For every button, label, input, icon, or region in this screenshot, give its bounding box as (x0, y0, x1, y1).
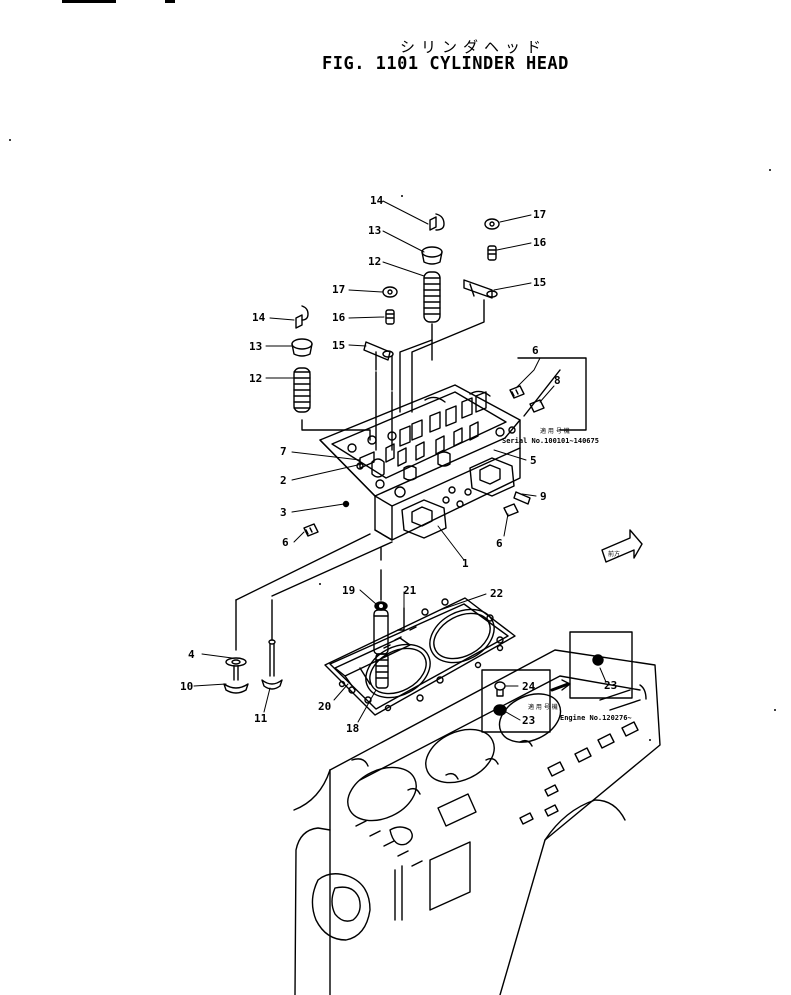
valve-train-right (399, 213, 500, 413)
scan-mark (62, 0, 116, 3)
callout-1: 1 (462, 557, 469, 570)
front-label: 前方 (608, 550, 620, 558)
head-gasket (324, 597, 516, 716)
callout-15-lower: 15 (332, 339, 345, 352)
callout-18: 18 (346, 722, 359, 735)
callout-14-lower: 14 (252, 311, 266, 324)
front-arrow (601, 529, 643, 563)
alt-part-box (569, 631, 633, 699)
leader-lines (193, 200, 607, 723)
serial-note: Serial No.100101~140675 (502, 437, 599, 445)
valves (223, 533, 393, 694)
callout-4: 4 (188, 648, 195, 661)
subtitle-japanese: シリンダヘッド (400, 38, 548, 56)
callout-8: 8 (554, 374, 561, 387)
callout-6-left: 6 (282, 536, 289, 549)
scan-mark (165, 0, 175, 3)
callout-23-left: 23 (522, 714, 535, 727)
callout-24: 24 (522, 680, 536, 693)
callout-5: 5 (530, 454, 537, 467)
callout-15-upper: 15 (533, 276, 546, 289)
callout-17-lower: 17 (332, 283, 345, 296)
callout-16-lower: 16 (332, 311, 346, 324)
callout-19: 19 (342, 584, 355, 597)
engine-note: Engine No.120276~ (560, 714, 632, 722)
callout-7: 7 (280, 445, 287, 458)
callout-6-upper: 6 (532, 344, 539, 357)
callout-17-upper: 17 (533, 208, 546, 221)
callout-22: 22 (490, 587, 503, 600)
callout-23-right: 23 (604, 679, 617, 692)
serial-note-bracket (517, 357, 587, 431)
engine-note-jp: 適 用 号 機 (528, 703, 558, 711)
callout-13-upper: 13 (368, 224, 381, 237)
callout-11: 11 (254, 712, 268, 725)
serial-note-jp: 適 用 号 機 (540, 427, 570, 435)
callout-16-upper: 16 (533, 236, 547, 249)
figure-title: FIG. 1101 CYLINDER HEAD (322, 53, 569, 75)
callout-3: 3 (280, 506, 287, 519)
callout-12-lower: 12 (249, 372, 262, 385)
cylinder-head (319, 384, 521, 541)
callout-6-right: 6 (496, 537, 503, 550)
callout-20: 20 (318, 700, 331, 713)
callout-14-upper: 14 (370, 194, 384, 207)
engine-note-box (481, 669, 551, 733)
callout-12-upper: 12 (368, 255, 381, 268)
serial-note-pointer (523, 369, 561, 417)
callout-9: 9 (540, 490, 547, 503)
callout-10: 10 (180, 680, 193, 693)
callout-2: 2 (280, 474, 287, 487)
valve-train-left (291, 286, 398, 451)
scan-dots (9, 139, 776, 741)
callout-13-lower: 13 (249, 340, 262, 353)
dowel-and-sleeve (373, 547, 405, 689)
callout-21: 21 (403, 584, 417, 597)
engine-block (293, 649, 661, 995)
